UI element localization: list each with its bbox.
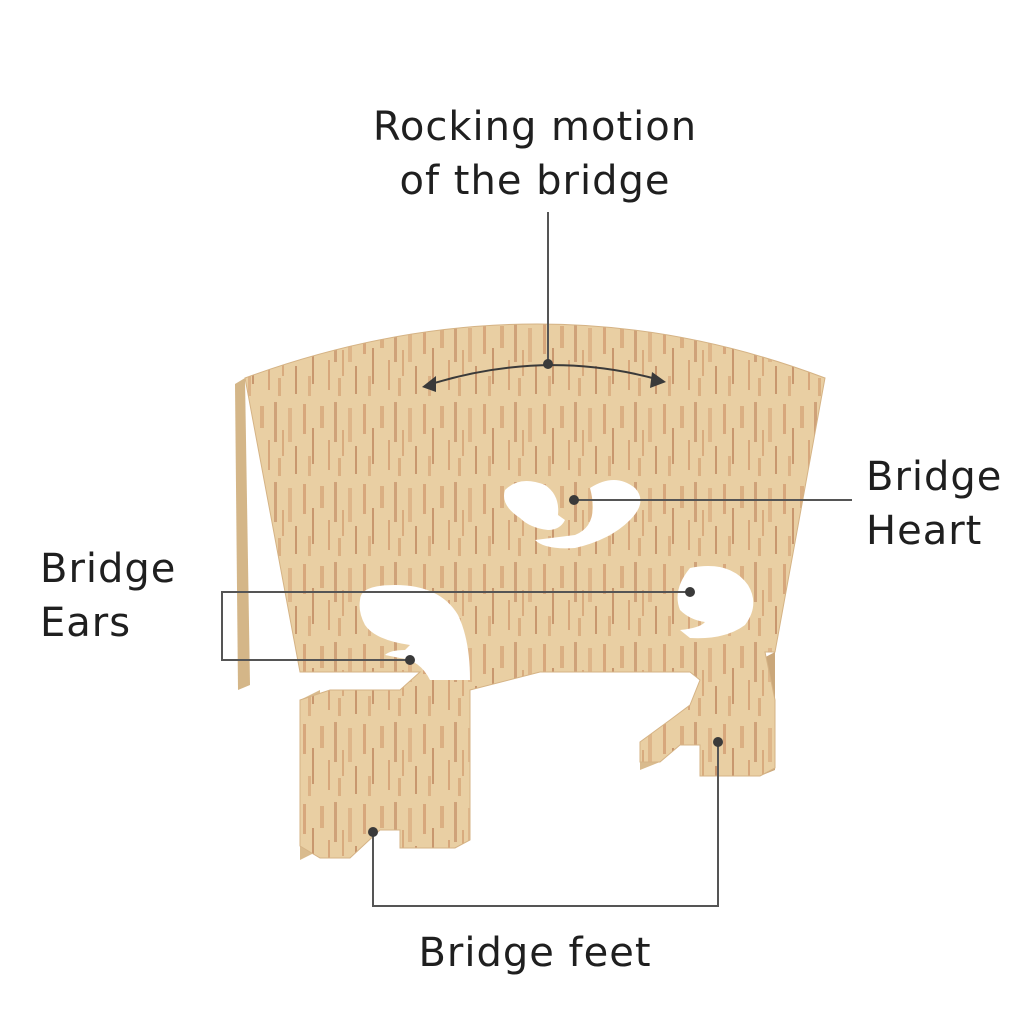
bridge-heart-line1: Bridge: [866, 454, 1003, 500]
ears-leader: [221, 591, 690, 661]
rocking-motion-label: Rocking motion of the bridge: [330, 100, 740, 208]
bridge-ears-line2: Ears: [40, 600, 132, 646]
rocking-motion-line2: of the bridge: [399, 158, 671, 204]
bridge-heart-label: Bridge Heart: [866, 450, 1016, 558]
feet-leader: [372, 742, 719, 907]
right-ear-cutout: [677, 566, 754, 639]
bridge-heart-line2: Heart: [866, 508, 983, 554]
leader-dots: [368, 359, 723, 837]
leader-lines: [221, 212, 852, 907]
bridge-feet-label: Bridge feet: [418, 930, 652, 976]
heart-cutout: [504, 480, 641, 549]
left-ear-cutout: [359, 585, 470, 680]
rocking-motion-line1: Rocking motion: [372, 104, 698, 150]
bridge-ears-label: Bridge Ears: [40, 542, 210, 650]
bridge-ears-line1: Bridge: [40, 546, 177, 592]
